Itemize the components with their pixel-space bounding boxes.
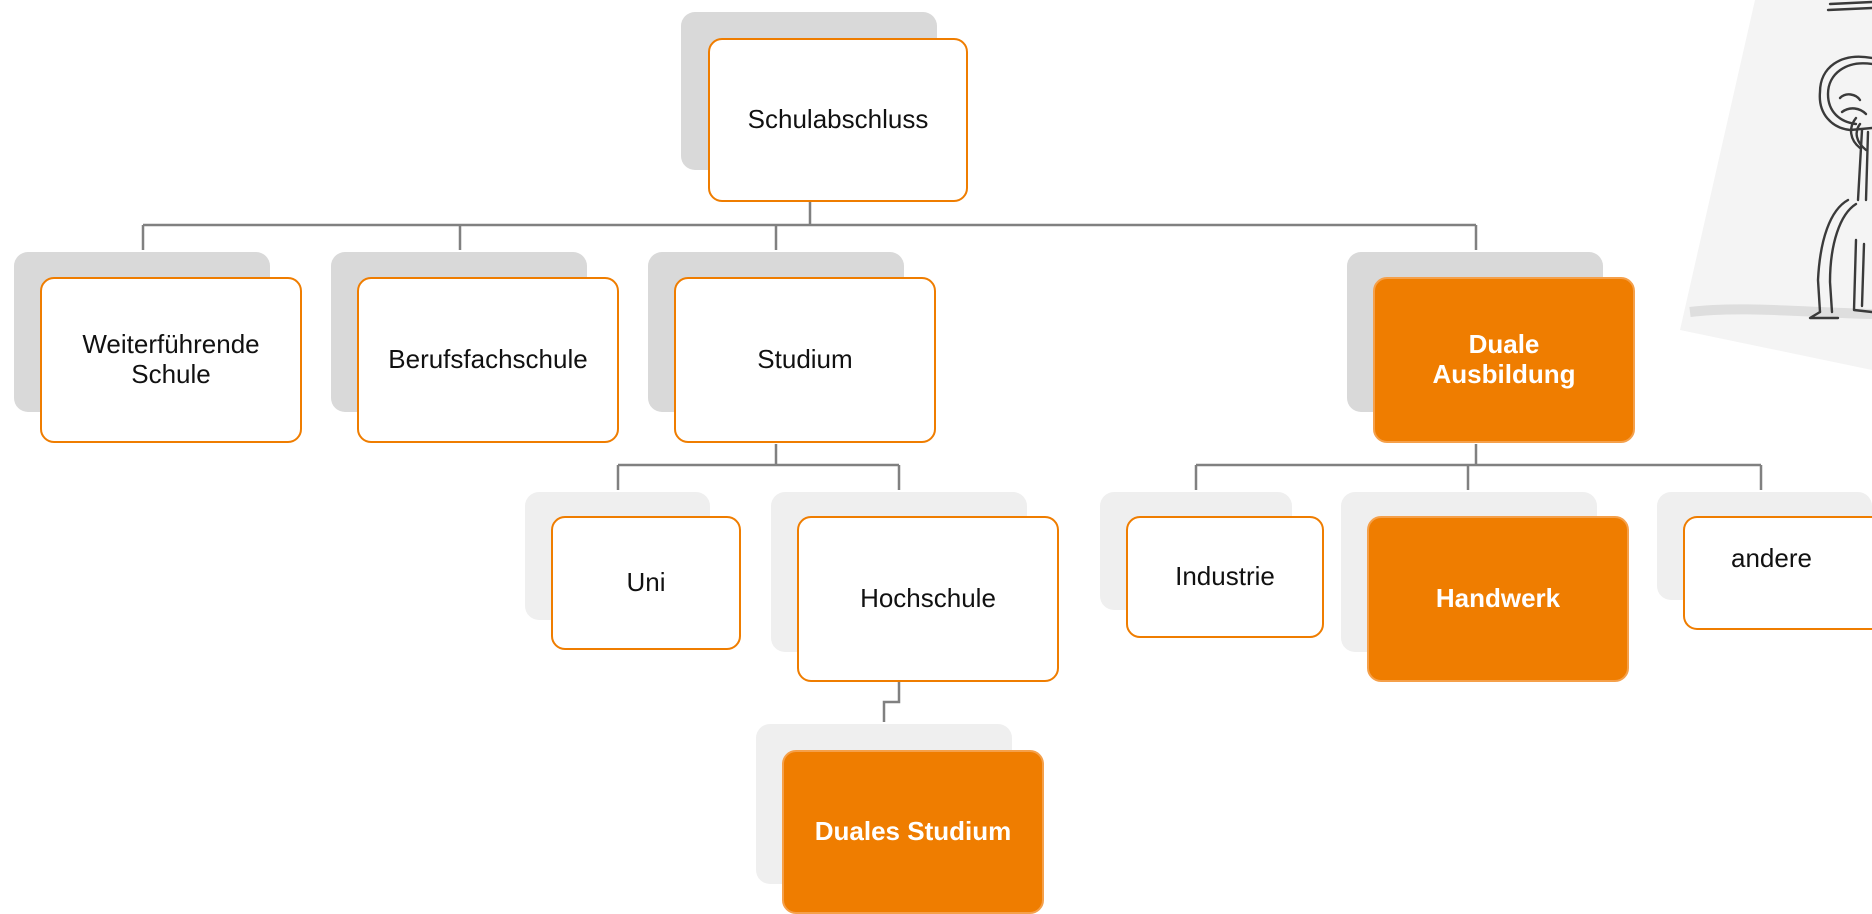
node-label: Hochschule — [860, 583, 996, 614]
node-duales-studium[interactable]: Duales Studium — [782, 750, 1044, 914]
node-label: Schulabschluss — [747, 104, 929, 135]
node-andere[interactable]: andere — [1683, 516, 1872, 630]
node-handwerk[interactable]: Handwerk — [1367, 516, 1629, 682]
node-industrie[interactable]: Industrie — [1126, 516, 1324, 638]
node-weiterfuehrende-schule[interactable]: Weiterführende Schule — [40, 277, 302, 443]
node-label: Duales Studium — [814, 816, 1012, 847]
node-label: Handwerk — [1435, 583, 1561, 614]
node-label: Duale Ausbildung — [1432, 329, 1576, 389]
node-label: Weiterführende Schule — [82, 329, 260, 389]
connector-hochschule-link — [882, 682, 901, 722]
connector-ausbildung-bus — [1194, 444, 1763, 490]
node-schulabschluss[interactable]: Schulabschluss — [708, 38, 968, 202]
connector-root-bus — [141, 202, 1478, 250]
node-berufsfachschule[interactable]: Berufsfachschule — [357, 277, 619, 443]
node-hochschule[interactable]: Hochschule — [797, 516, 1059, 682]
connector-studium-bus — [616, 444, 901, 490]
node-label: Uni — [626, 567, 666, 598]
node-studium[interactable]: Studium — [674, 277, 936, 443]
node-uni[interactable]: Uni — [551, 516, 741, 650]
node-label: Studium — [757, 344, 853, 375]
node-label: Berufsfachschule — [388, 344, 588, 375]
node-label: Industrie — [1175, 561, 1275, 592]
thinking-stick-figure-icon — [1680, 0, 1872, 370]
node-label: andere — [1731, 543, 1812, 574]
node-duale-ausbildung[interactable]: Duale Ausbildung — [1373, 277, 1635, 443]
